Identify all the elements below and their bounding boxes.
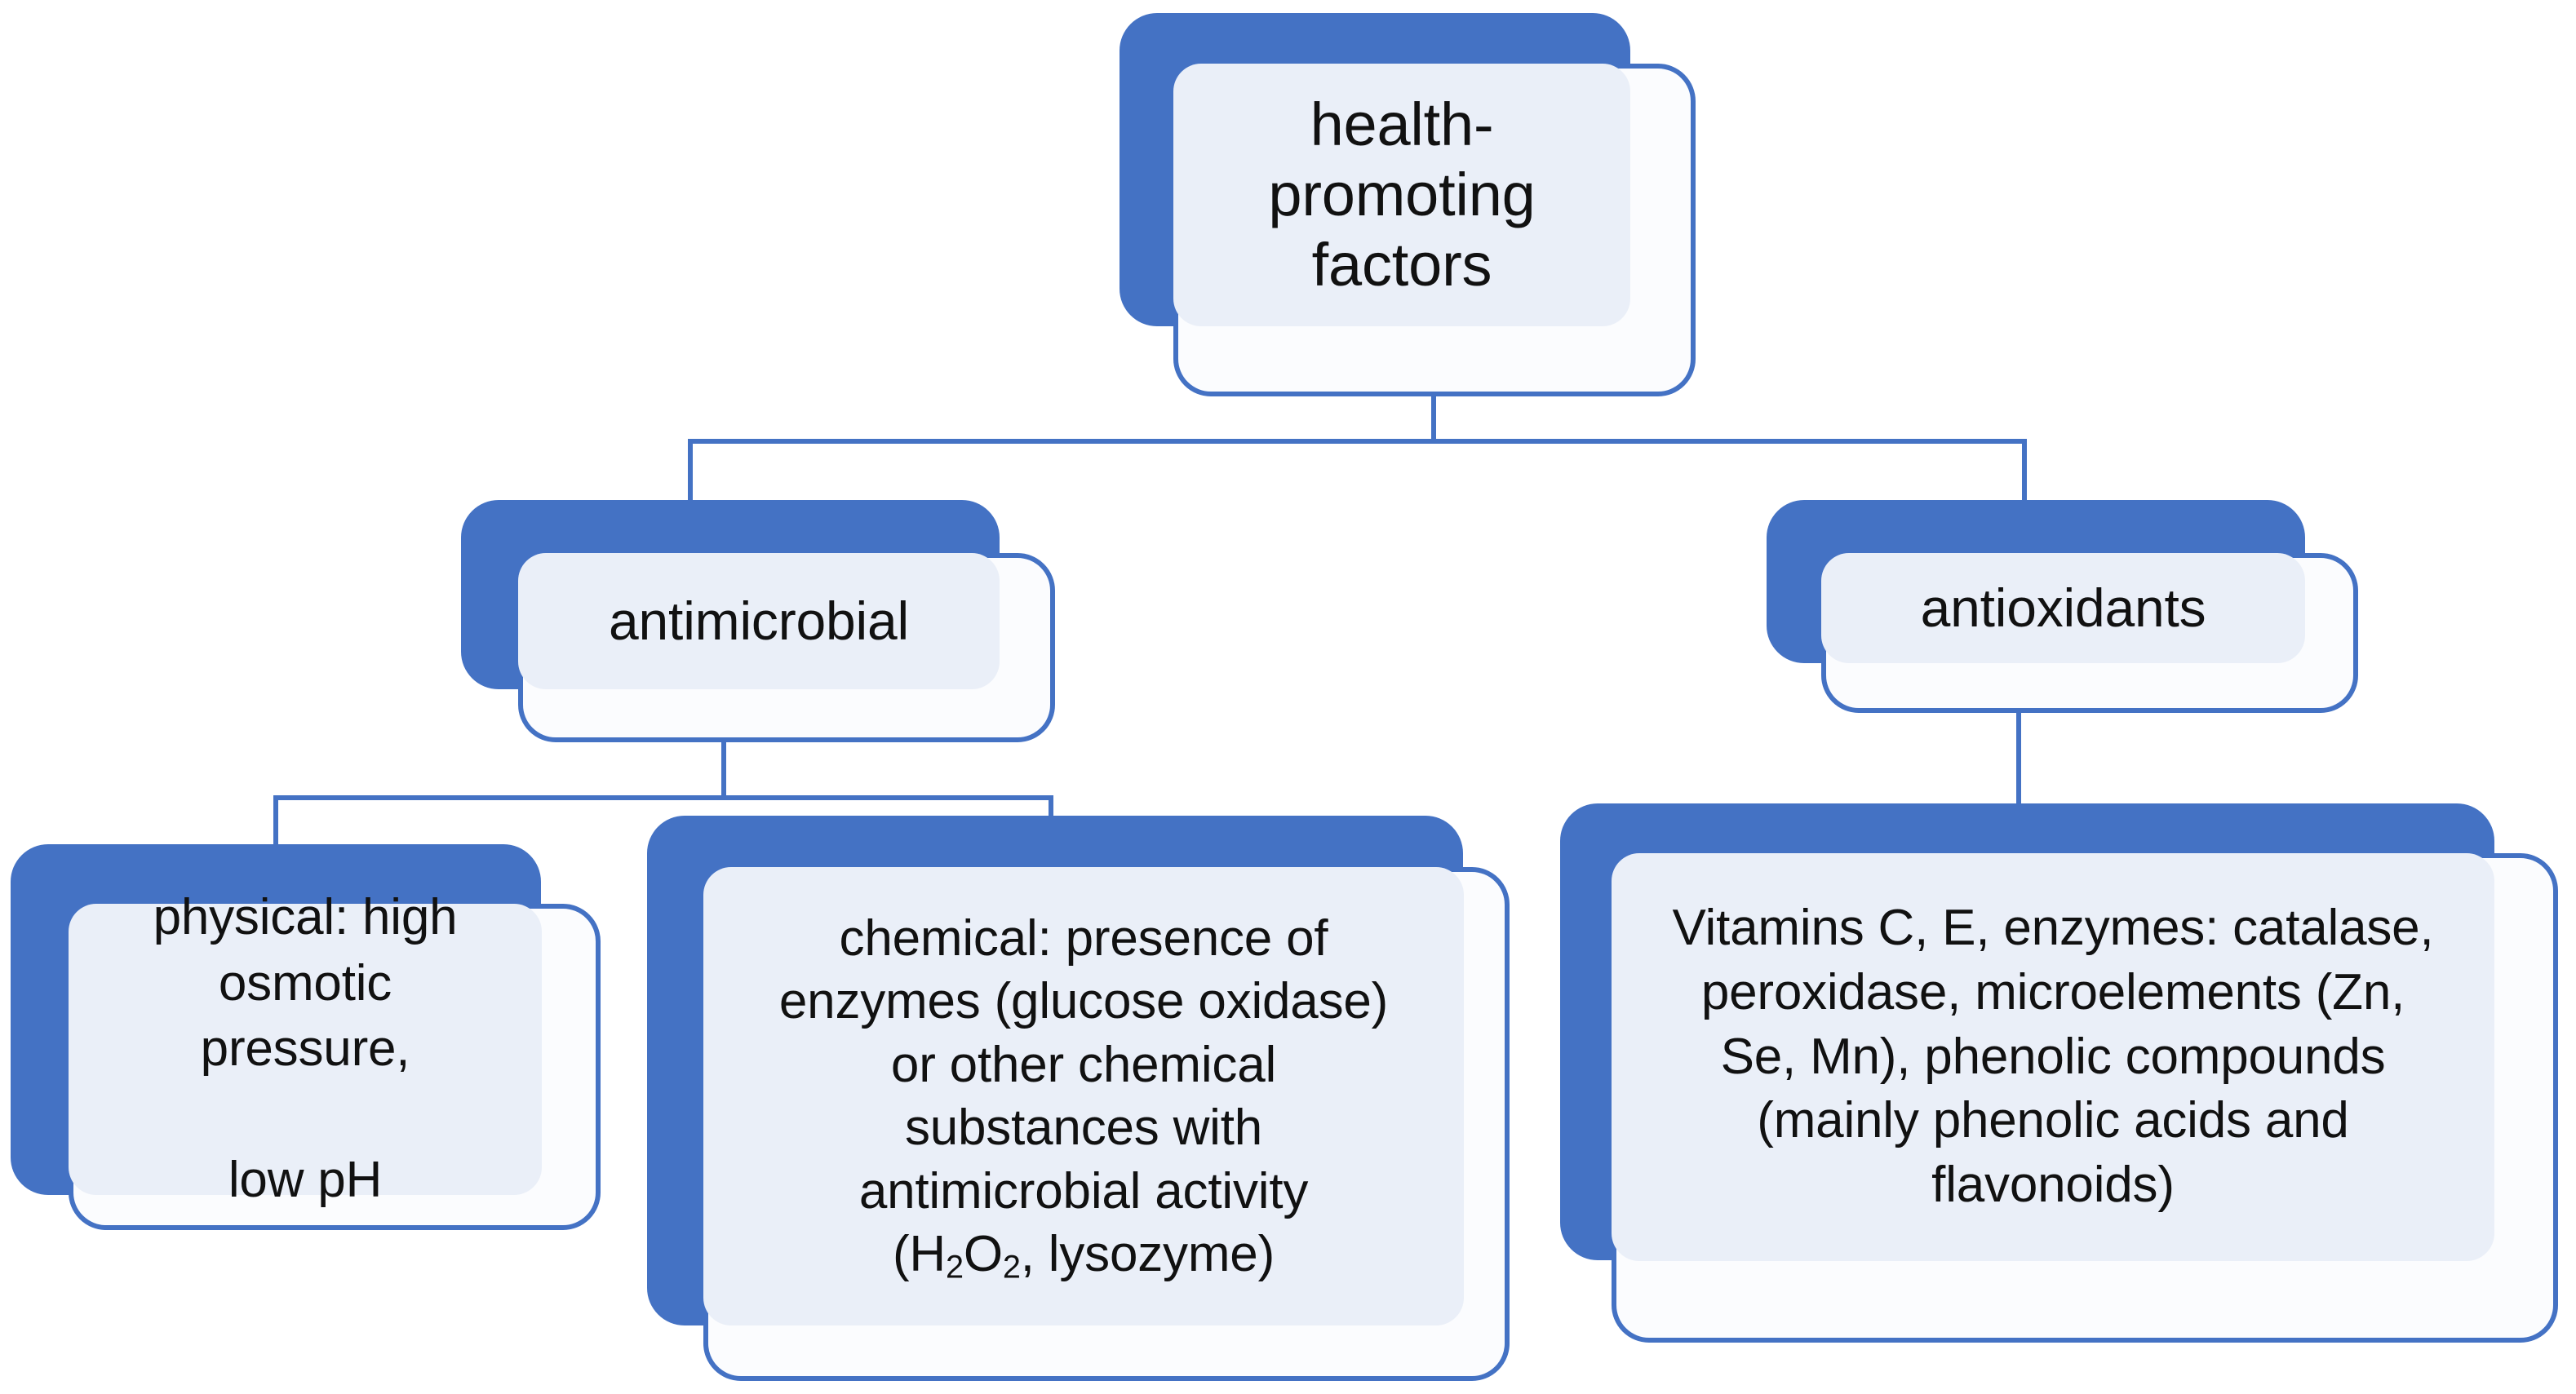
connector-root-stem bbox=[1431, 396, 1436, 443]
node-root-label: health- promoting factors bbox=[1268, 91, 1536, 299]
formula-open: (H bbox=[892, 1226, 946, 1282]
node-chemical-label: chemical: presence of enzymes (glucose ox… bbox=[712, 907, 1456, 1286]
node-antioxidants-label: antioxidants bbox=[1920, 577, 2206, 638]
node-antimicrobial-label: antimicrobial bbox=[609, 590, 909, 651]
node-chemical-formula: (H2O2, lysozyme) bbox=[892, 1226, 1275, 1284]
node-physical-label: physical: high osmotic pressure, low pH bbox=[153, 889, 458, 1209]
formula-mid: O bbox=[963, 1226, 1003, 1282]
formula-close: , lysozyme) bbox=[1020, 1226, 1275, 1282]
node-chemical-line-1: chemical: presence of bbox=[839, 909, 1328, 967]
node-chemical-panel: chemical: presence of enzymes (glucose ox… bbox=[703, 867, 1464, 1325]
node-antioxidant-details-label: Vitamins C, E, enzymes: catalase, peroxi… bbox=[1672, 900, 2434, 1214]
connector-antimicrobial-stem bbox=[721, 741, 726, 799]
connector-level2-bus bbox=[688, 439, 2027, 444]
connector-antioxidants-stem bbox=[2016, 710, 2021, 809]
node-chemical-line-2: enzymes (glucose oxidase) bbox=[778, 973, 1389, 1029]
connector-to-physical bbox=[273, 795, 278, 849]
formula-subscript-2: 2 bbox=[1002, 1249, 1021, 1286]
connector-to-antimicrobial bbox=[688, 439, 693, 504]
node-chemical-line-3: or other chemical bbox=[890, 1036, 1277, 1093]
connector-to-chemical bbox=[1049, 795, 1053, 820]
formula-subscript-1: 2 bbox=[945, 1249, 964, 1286]
node-antioxidant-details-panel: Vitamins C, E, enzymes: catalase, peroxi… bbox=[1612, 853, 2494, 1261]
connector-to-antioxidants bbox=[2022, 439, 2027, 504]
node-root-panel: health- promoting factors bbox=[1173, 64, 1630, 326]
node-chemical-line-4: substances with bbox=[904, 1100, 1263, 1156]
node-antioxidants-panel: antioxidants bbox=[1821, 553, 2305, 663]
connector-level3-bus bbox=[273, 795, 1053, 800]
node-antimicrobial-panel: antimicrobial bbox=[518, 553, 1000, 689]
node-physical-panel: physical: high osmotic pressure, low pH bbox=[69, 889, 542, 1208]
node-chemical-line-5: antimicrobial activity bbox=[858, 1162, 1309, 1219]
